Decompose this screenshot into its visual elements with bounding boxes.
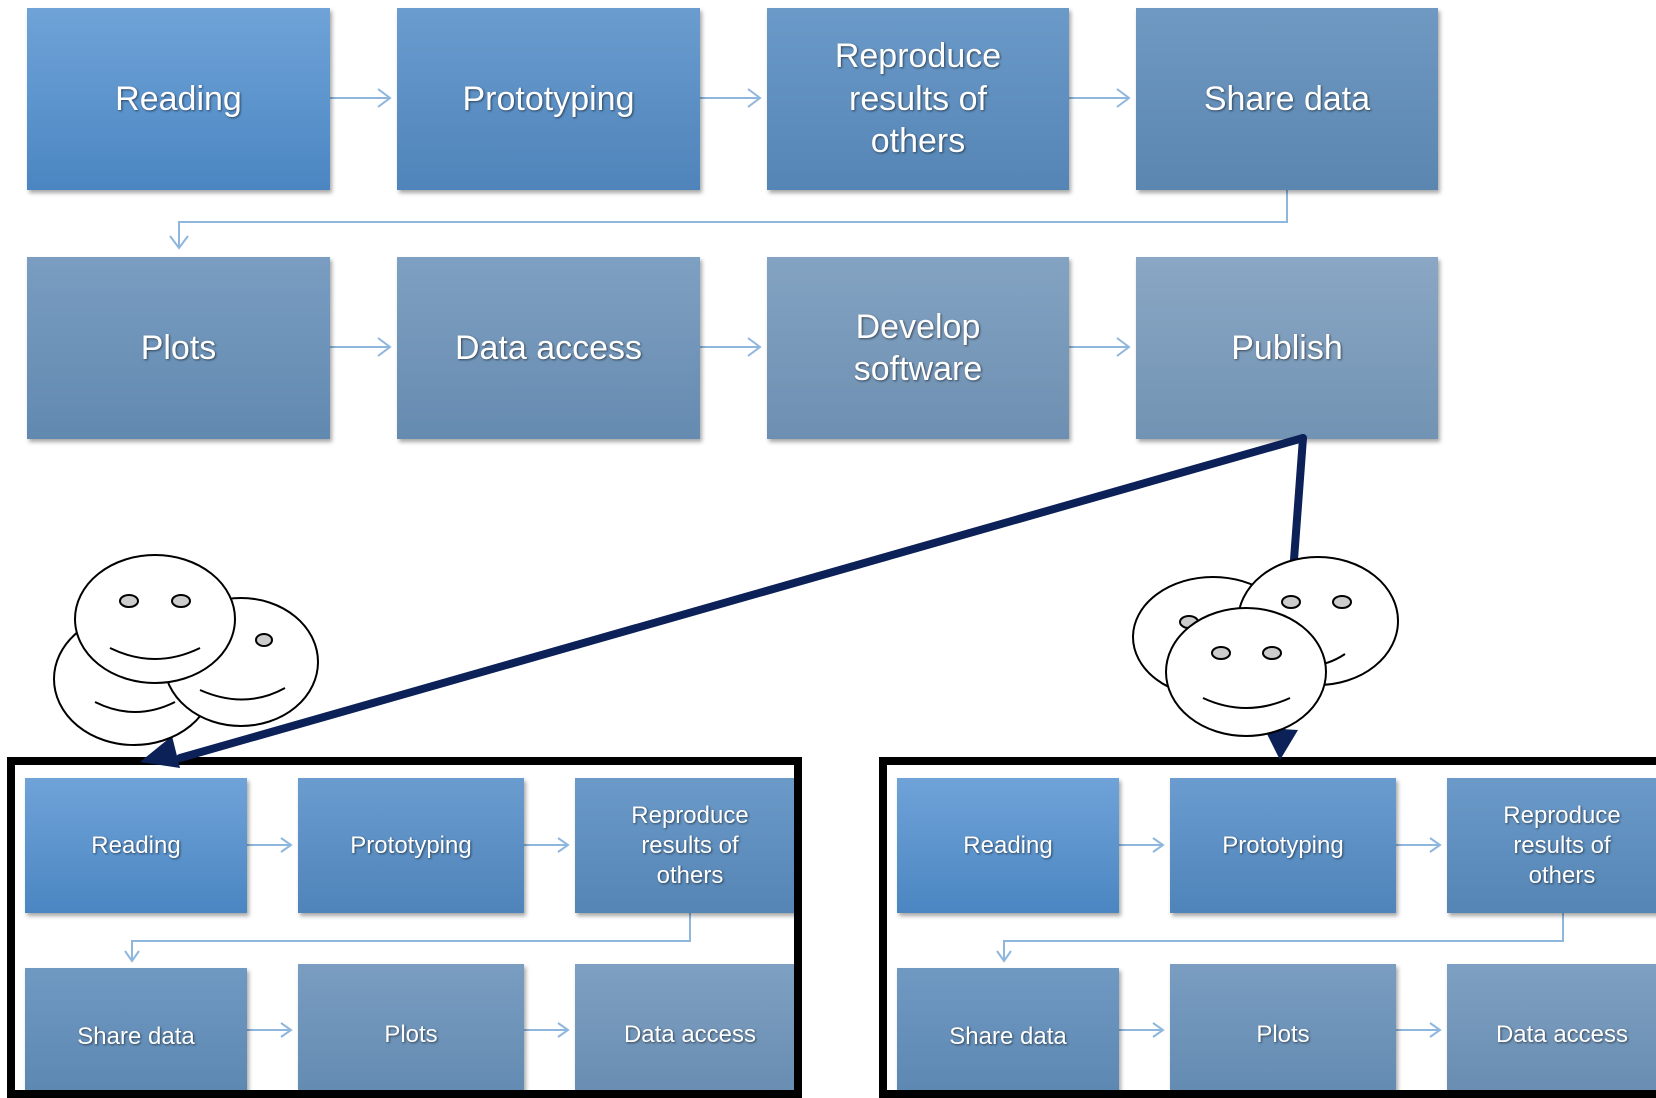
left-step-plots: Plots — [298, 964, 524, 1090]
right-smiley-group-icon — [1132, 556, 1399, 737]
left-connectors — [124, 837, 691, 1038]
left-workflow-frame: Reading Prototyping Reproduce results of… — [7, 757, 802, 1098]
left-arrowhead — [140, 736, 180, 768]
right-arrowhead — [1264, 728, 1298, 760]
left-smiley-group-icon — [53, 554, 319, 746]
left-step-prototyping: Prototyping — [298, 778, 524, 913]
main-step-reproduce: Reproduce results of others — [767, 8, 1069, 190]
publish-to-left-arrow — [176, 434, 1307, 762]
main-step-publish: Publish — [1136, 257, 1438, 439]
main-step-share-data: Share data — [1136, 8, 1438, 190]
main-step-prototyping: Prototyping — [397, 8, 700, 190]
right-connectors — [996, 837, 1564, 1038]
left-step-share-data: Share data — [25, 968, 247, 1090]
right-workflow-frame: Reading Prototyping Reproduce results of… — [879, 757, 1656, 1098]
left-step-reproduce: Reproduce results of others — [575, 778, 794, 913]
right-step-prototyping: Prototyping — [1170, 778, 1396, 913]
arrow-share-plots — [178, 190, 1288, 248]
main-step-data-access: Data access — [397, 257, 700, 439]
main-step-develop-software: Develop software — [767, 257, 1069, 439]
main-step-reading: Reading — [27, 8, 330, 190]
right-step-reading: Reading — [897, 778, 1119, 913]
publish-arrows — [176, 434, 1307, 762]
right-step-share-data: Share data — [897, 968, 1119, 1090]
left-step-data-access: Data access — [575, 964, 794, 1090]
main-step-plots: Plots — [27, 257, 330, 439]
right-step-data-access: Data access — [1447, 964, 1656, 1090]
right-step-reproduce: Reproduce results of others — [1447, 778, 1656, 913]
right-step-plots: Plots — [1170, 964, 1396, 1090]
left-step-reading: Reading — [25, 778, 247, 913]
